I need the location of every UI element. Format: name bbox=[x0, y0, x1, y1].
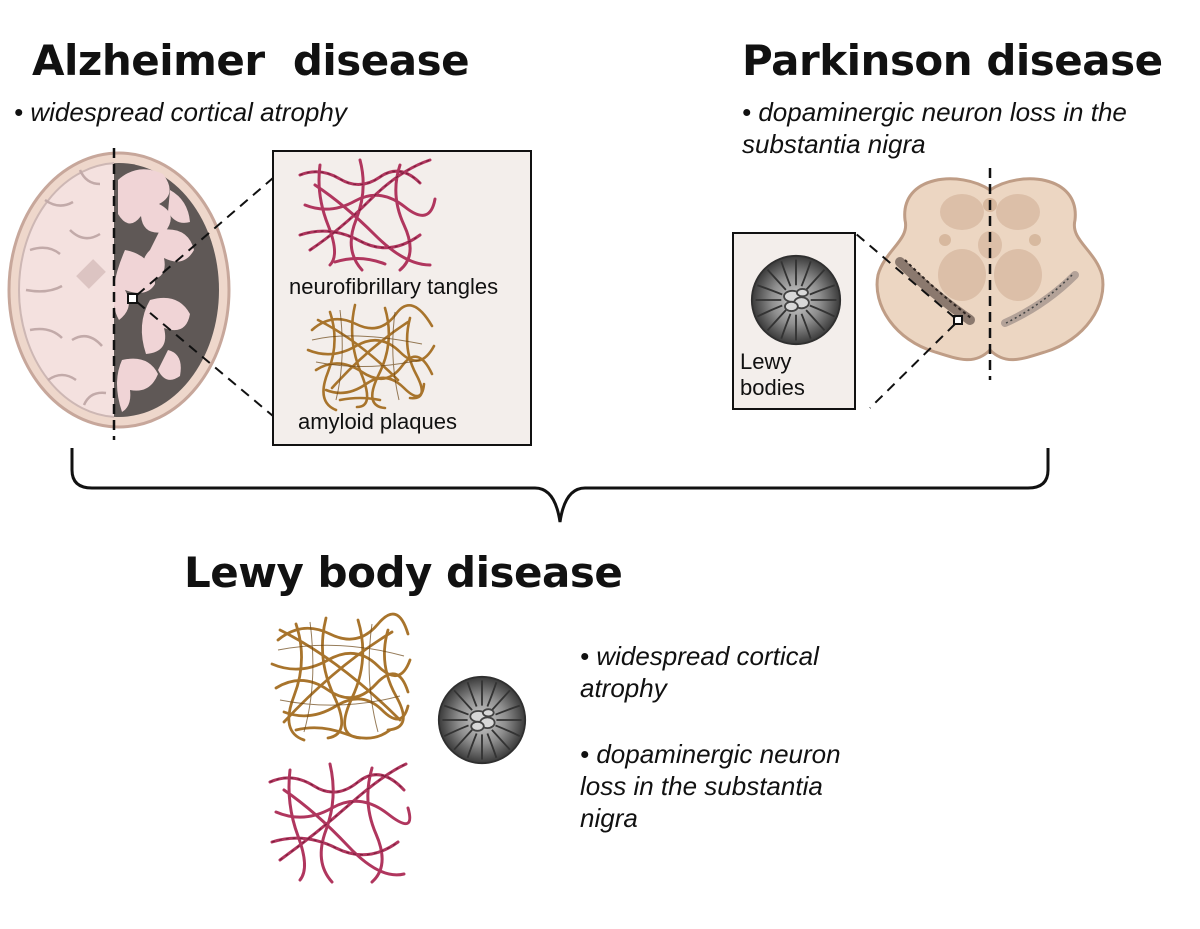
amyloid-plaques-label: amyloid plaques bbox=[298, 409, 457, 434]
alzheimer-inset-box bbox=[272, 150, 532, 446]
parkinson-bullet: • dopaminergic neuron loss in the substa… bbox=[742, 97, 1127, 159]
parkinson-inset-box bbox=[732, 232, 856, 410]
lewy-bodies-label: Lewy bodies bbox=[740, 349, 805, 400]
lewy-bullet-2: • dopaminergic neuron loss in the substa… bbox=[580, 739, 841, 833]
parkinson-zoom-marker bbox=[953, 315, 963, 325]
lewy-title: Lewy body disease bbox=[184, 548, 623, 597]
lewy-plaque-illustration bbox=[270, 612, 412, 742]
alzheimer-brain-slice bbox=[7, 148, 274, 440]
alzheimer-title: Alzheimer disease bbox=[32, 36, 470, 85]
lewy-body-illustration bbox=[750, 254, 842, 346]
grouping-brace bbox=[70, 448, 1050, 523]
parkinson-title: Parkinson disease bbox=[742, 36, 1163, 85]
parkinson-bullet-text: dopaminergic neuron loss in the substant… bbox=[742, 97, 1127, 159]
neurofibrillary-tangles-label: neurofibrillary tangles bbox=[289, 274, 499, 299]
parkinson-midbrain bbox=[854, 168, 1105, 409]
lewy-bullet-1: • widespread cortical atrophy bbox=[580, 641, 819, 703]
lewy-bullet-1-text: widespread cortical atrophy bbox=[580, 641, 819, 703]
lewy-tangle-illustration bbox=[268, 762, 412, 884]
alzheimer-bullet: • widespread cortical atrophy bbox=[14, 97, 347, 127]
lewy-body-cluster-illustration bbox=[437, 675, 527, 765]
lewy-bullet-2-text: dopaminergic neuron loss in the substant… bbox=[580, 739, 841, 833]
alzheimer-bullet-text: widespread cortical atrophy bbox=[30, 97, 347, 127]
alzheimer-zoom-marker bbox=[127, 293, 138, 304]
